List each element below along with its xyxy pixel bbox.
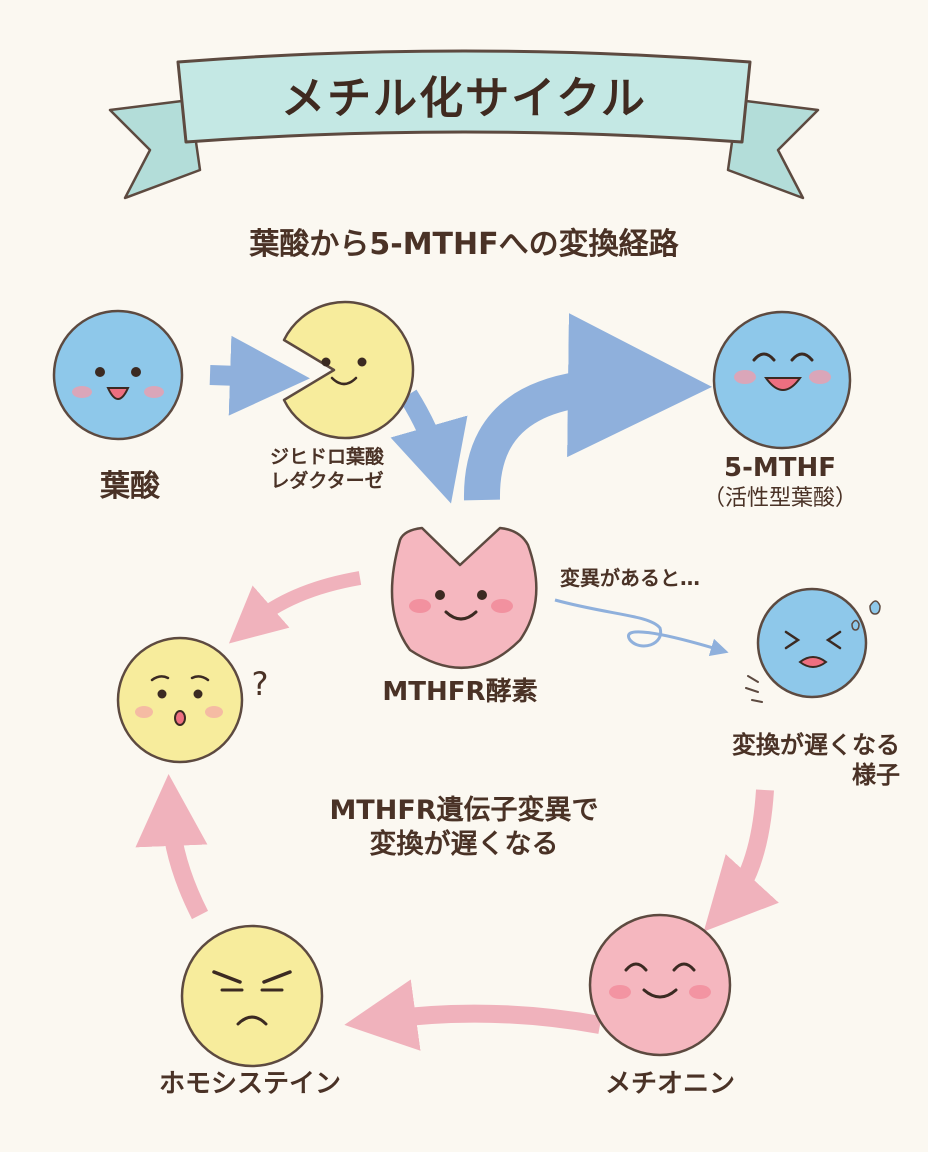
mthf-face [712,310,852,450]
mthfr-label: MTHFR酵素 [382,677,538,707]
dhfr-face [282,300,415,440]
confused-face [116,636,244,764]
question-mark: ? [251,665,269,703]
homocysteine-face [180,924,324,1068]
arrow-mthfr-to-mthf [463,313,712,501]
center-note-line-2: 変換が遅くなる [369,828,559,860]
folate-label: 葉酸 [100,469,160,504]
dhfr-label-line-1: ジヒドロ葉酸 [269,446,384,468]
mthfr-face [390,526,538,669]
arrow-mutation-swirl [554,598,729,657]
arrow-homocysteine-to-confused [135,774,209,920]
mutant-label-line-2: 様子 [852,761,900,789]
arrow-dhfr-to-mthfr [390,389,468,504]
subtitle: 葉酸から5-MTHFへの変換経路 [249,227,679,262]
mthf-label: 5-MTHF （活性型葉酸） [680,452,880,512]
folate-face [52,309,184,441]
page-title: メチル化サイクル [281,73,647,124]
mutation-condition-label: 変異があると… [560,566,700,590]
arrow-mutant-to-methionine [703,789,779,932]
methionine-face [588,913,732,1057]
dhfr-label: ジヒドロ葉酸 レダクターゼ [232,446,422,494]
homocysteine-label: ホモシステイン [158,1069,341,1099]
mutant-face [745,587,881,703]
arrow-folate-to-dhfr [209,335,310,416]
arrow-methionine-to-homocysteine [344,979,602,1051]
title-ribbon [108,49,820,200]
dhfr-label-line-2: レダクターゼ [270,469,384,492]
mutant-label: 変換が遅くなる 様子 [660,730,900,790]
center-note: MTHFR遺伝子変異で 変換が遅くなる [254,794,674,862]
arrow-mthfr-to-confused [228,571,362,644]
center-note-line-1: MTHFR遺伝子変異で [329,795,599,826]
mutant-label-line-1: 変換が遅くなる [732,731,900,759]
mthf-label-sub: （活性型葉酸） [702,485,857,511]
mthf-label-main: 5-MTHF [723,453,836,483]
methionine-label: メチオニン [604,1069,735,1099]
